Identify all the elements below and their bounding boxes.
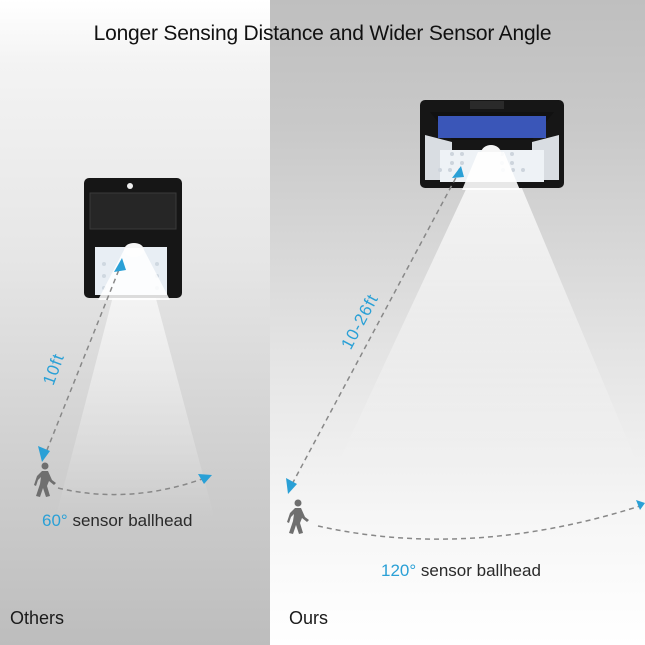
others-sensor-arc	[57, 477, 206, 496]
ours-distance-line	[289, 169, 461, 489]
walking-person-icon	[287, 499, 309, 534]
others-angle-value: 60°	[42, 511, 68, 530]
ours-angle-value: 120°	[381, 561, 417, 580]
arrow-up-icon	[114, 258, 126, 272]
arrow-right-icon	[198, 474, 212, 484]
page-title: Longer Sensing Distance and Wider Sensor…	[93, 22, 552, 45]
others-angle-caption: 60° sensor ballhead	[42, 511, 192, 531]
walking-person-icon	[34, 462, 56, 497]
others-label: Others	[10, 608, 65, 628]
arrow-right-icon	[636, 500, 645, 510]
ours-solar-light	[335, 100, 640, 470]
others-distance-line	[44, 261, 123, 456]
others-solar-light	[55, 178, 215, 520]
ours-angle-caption: 120° sensor ballhead	[381, 561, 541, 581]
arrow-up-icon	[452, 166, 464, 178]
arrow-down-icon	[38, 446, 50, 462]
ours-label: Ours	[289, 608, 329, 628]
arrow-down-icon	[286, 478, 297, 494]
ours-angle-text: sensor ballhead	[416, 561, 541, 580]
others-angle-text: sensor ballhead	[67, 511, 193, 530]
ours-sensor-arc	[317, 505, 641, 540]
